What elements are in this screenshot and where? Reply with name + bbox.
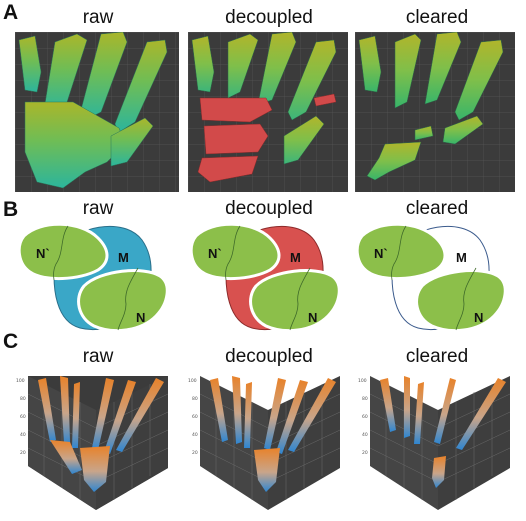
plot-raw-z-tick-80: 80 — [20, 396, 26, 402]
label-n-decoupled: N — [308, 310, 317, 325]
plot-cleared-z-tick-60: 60 — [362, 414, 368, 420]
label-m-decoupled: M — [290, 250, 301, 265]
row-c-title-cleared: cleared — [405, 346, 469, 367]
label-m-raw: M — [118, 250, 129, 265]
diagram-raw: N` M N — [14, 218, 184, 336]
plot-3d-decoupled: 100 80 60 40 20 — [182, 370, 354, 518]
label-m-cleared: M — [456, 250, 467, 265]
plot-3d-raw: 100 80 60 40 20 — [10, 370, 182, 518]
plot-decoupled-z-tick-80: 80 — [192, 396, 198, 402]
plot-cleared-z-tick-100: 100 — [358, 378, 367, 384]
plot-raw-z-tick-40: 40 — [20, 432, 26, 438]
panel-letter-a: A — [3, 1, 19, 24]
render-view-raw — [15, 32, 179, 192]
panel-letter-c: C — [3, 330, 19, 353]
row-c-title-decoupled: decoupled — [225, 346, 313, 367]
plot-raw-z-tick-100: 100 — [16, 378, 25, 384]
row-a-title-decoupled: decoupled — [225, 7, 313, 28]
row-c-title-raw: raw — [82, 346, 114, 367]
label-n-raw: N — [136, 310, 145, 325]
plot-raw-z-tick-60: 60 — [20, 414, 26, 420]
cell-n-decoupled — [249, 269, 341, 333]
plot-cleared-z-tick-40: 40 — [362, 432, 368, 438]
cell-n-cleared — [415, 269, 507, 333]
cell-n-raw — [77, 269, 169, 333]
plot-decoupled-z-tick-40: 40 — [192, 432, 198, 438]
plot-decoupled-z-tick-20: 20 — [192, 450, 198, 456]
label-n-prime-raw: N` — [36, 246, 50, 261]
cell-n-prime-decoupled — [189, 222, 281, 281]
cell-n-prime-raw — [17, 222, 109, 281]
plot-decoupled-z-tick-60: 60 — [192, 414, 198, 420]
label-n-cleared: N — [474, 310, 483, 325]
row-a-title-cleared: cleared — [405, 7, 469, 28]
label-n-prime-cleared: N` — [374, 246, 388, 261]
render-view-cleared — [355, 32, 515, 192]
plot-cleared-z-tick-20: 20 — [362, 450, 368, 456]
diagram-decoupled: N` M N — [186, 218, 356, 336]
label-n-prime-decoupled: N` — [208, 246, 222, 261]
row-b-title-decoupled: decoupled — [225, 198, 313, 219]
plot-3d-cleared: 100 80 60 40 20 — [352, 370, 524, 518]
panel-letter-b: B — [3, 198, 19, 221]
render-view-decoupled — [188, 32, 348, 192]
diagram-cleared: N` M N — [352, 218, 522, 336]
plot-cleared-z-tick-80: 80 — [362, 396, 368, 402]
plot-decoupled-z-tick-100: 100 — [188, 378, 197, 384]
plot-raw-z-tick-20: 20 — [20, 450, 26, 456]
row-b-title-raw: raw — [82, 198, 114, 219]
cell-n-prime-cleared — [355, 222, 447, 281]
row-a-title-raw: raw — [82, 7, 114, 28]
row-b-title-cleared: cleared — [405, 198, 469, 219]
